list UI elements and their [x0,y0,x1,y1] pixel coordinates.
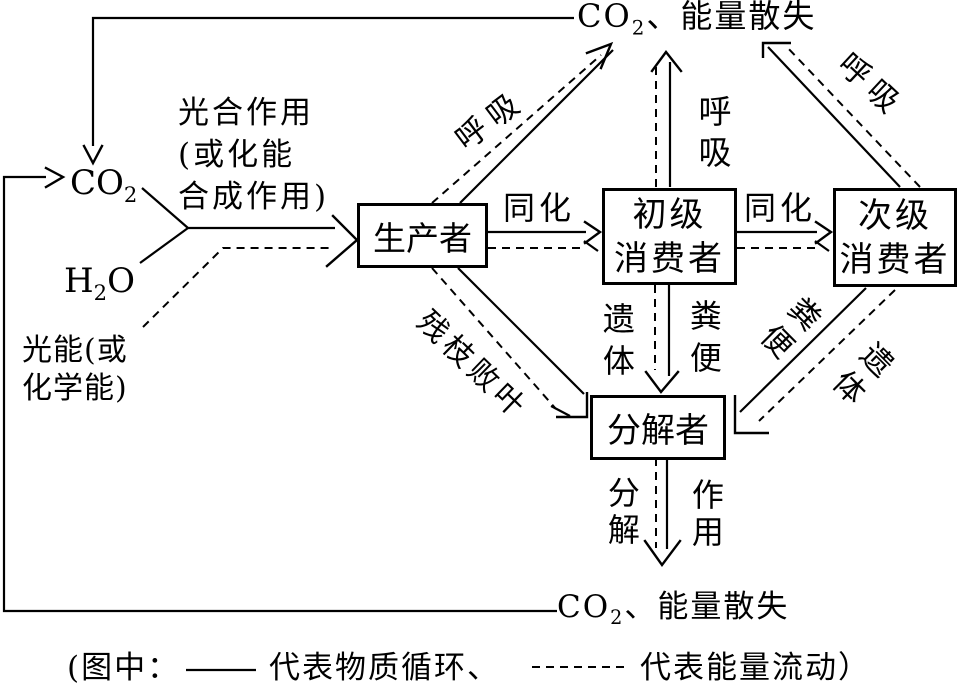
light-energy-label: 光能(或 化学能) [22,333,128,406]
line-light-to-producer-dashed [142,247,333,328]
material-flow-lines [2,16,901,672]
tick-assimilation-1-dashed [583,240,599,252]
line-secondary-respiration-solid [767,46,901,188]
decomposer-label: 分解者 [607,411,709,451]
half-arrow-ticks [550,240,830,417]
node-decomposer: 分解者 [590,395,726,460]
tick-producer-to-decomposer-dashed [550,405,571,417]
top-sink-label: CO2、能量散失 [577,0,817,40]
co2-label: CO2 [70,163,138,207]
line-secondary-to-decomposer-dashed [758,289,896,422]
energy-flow-lines [142,45,921,668]
bracket-decomposer-right [733,395,769,435]
arrowhead-into-decomposer-top [644,370,680,394]
line-secondary-to-decomposer-solid [739,287,867,413]
secondary-consumer-label-line1: 次级 [858,195,932,236]
legend-open-text: (图中： [67,650,181,686]
arrowheads [44,41,834,568]
line-producer-respiration-dashed [431,54,602,204]
arrowhead-assimilation-2 [814,220,834,245]
line-h2o-to-producer [139,227,189,264]
primary-consumer-label-line1: 初级 [632,194,707,235]
bracket-decomposer-left [556,392,589,419]
producer-label: 生产者 [373,218,472,258]
line-producer-to-decomposer-dashed [431,267,557,410]
arrowhead-into-co2-from-top [82,144,104,166]
secondary-consumer-label-line2: 消费者 [839,239,951,280]
arrowhead-into-producer [325,214,359,268]
assimilation-label-2: 同化 [744,189,817,227]
line-top-sink-to-co2 [91,16,574,146]
primary-consumer-label-line2: 消费者 [614,238,725,279]
assimilation-label-1: 同化 [503,189,576,227]
effect-label: 作用 [686,478,725,552]
node-producer: 生产者 [357,203,488,268]
node-primary-consumer: 初级 消费者 [602,188,737,285]
decompose-label: 分解 [602,476,641,550]
arrowhead-into-co2-from-left [44,166,66,189]
feces-label-vertical: 粪便 [684,299,723,383]
legend-material-text: 代表物质循环、 [269,650,500,686]
bracket-top-sink-right [761,41,791,58]
line-producer-respiration-solid [459,49,614,204]
node-secondary-consumer: 次级 消费者 [833,188,957,287]
legend-energy-text: 代表能量流动） [640,650,871,686]
arrowhead-decomposer-down [643,539,682,568]
arrowhead-primary-respiration [650,50,683,73]
corner-brackets [556,41,791,435]
arrowhead-producer-respiration [585,41,614,70]
h2o-label: H2O [64,261,135,305]
line-bottom-sink-to-co2 [2,175,557,613]
remains-label-vertical: 遗体 [597,302,636,386]
line-secondary-respiration-dashed [785,45,921,188]
line-producer-to-decomposer-solid [457,267,585,395]
photosynthesis-label: 光合作用 (或化能 合成作用) [178,95,330,215]
respiration-label-primary: 呼吸 [692,94,732,176]
tick-assimilation-2-dashed [814,240,830,252]
bottom-sink-label: CO2、能量散失 [557,589,790,630]
arrowhead-assimilation-1 [583,220,603,245]
